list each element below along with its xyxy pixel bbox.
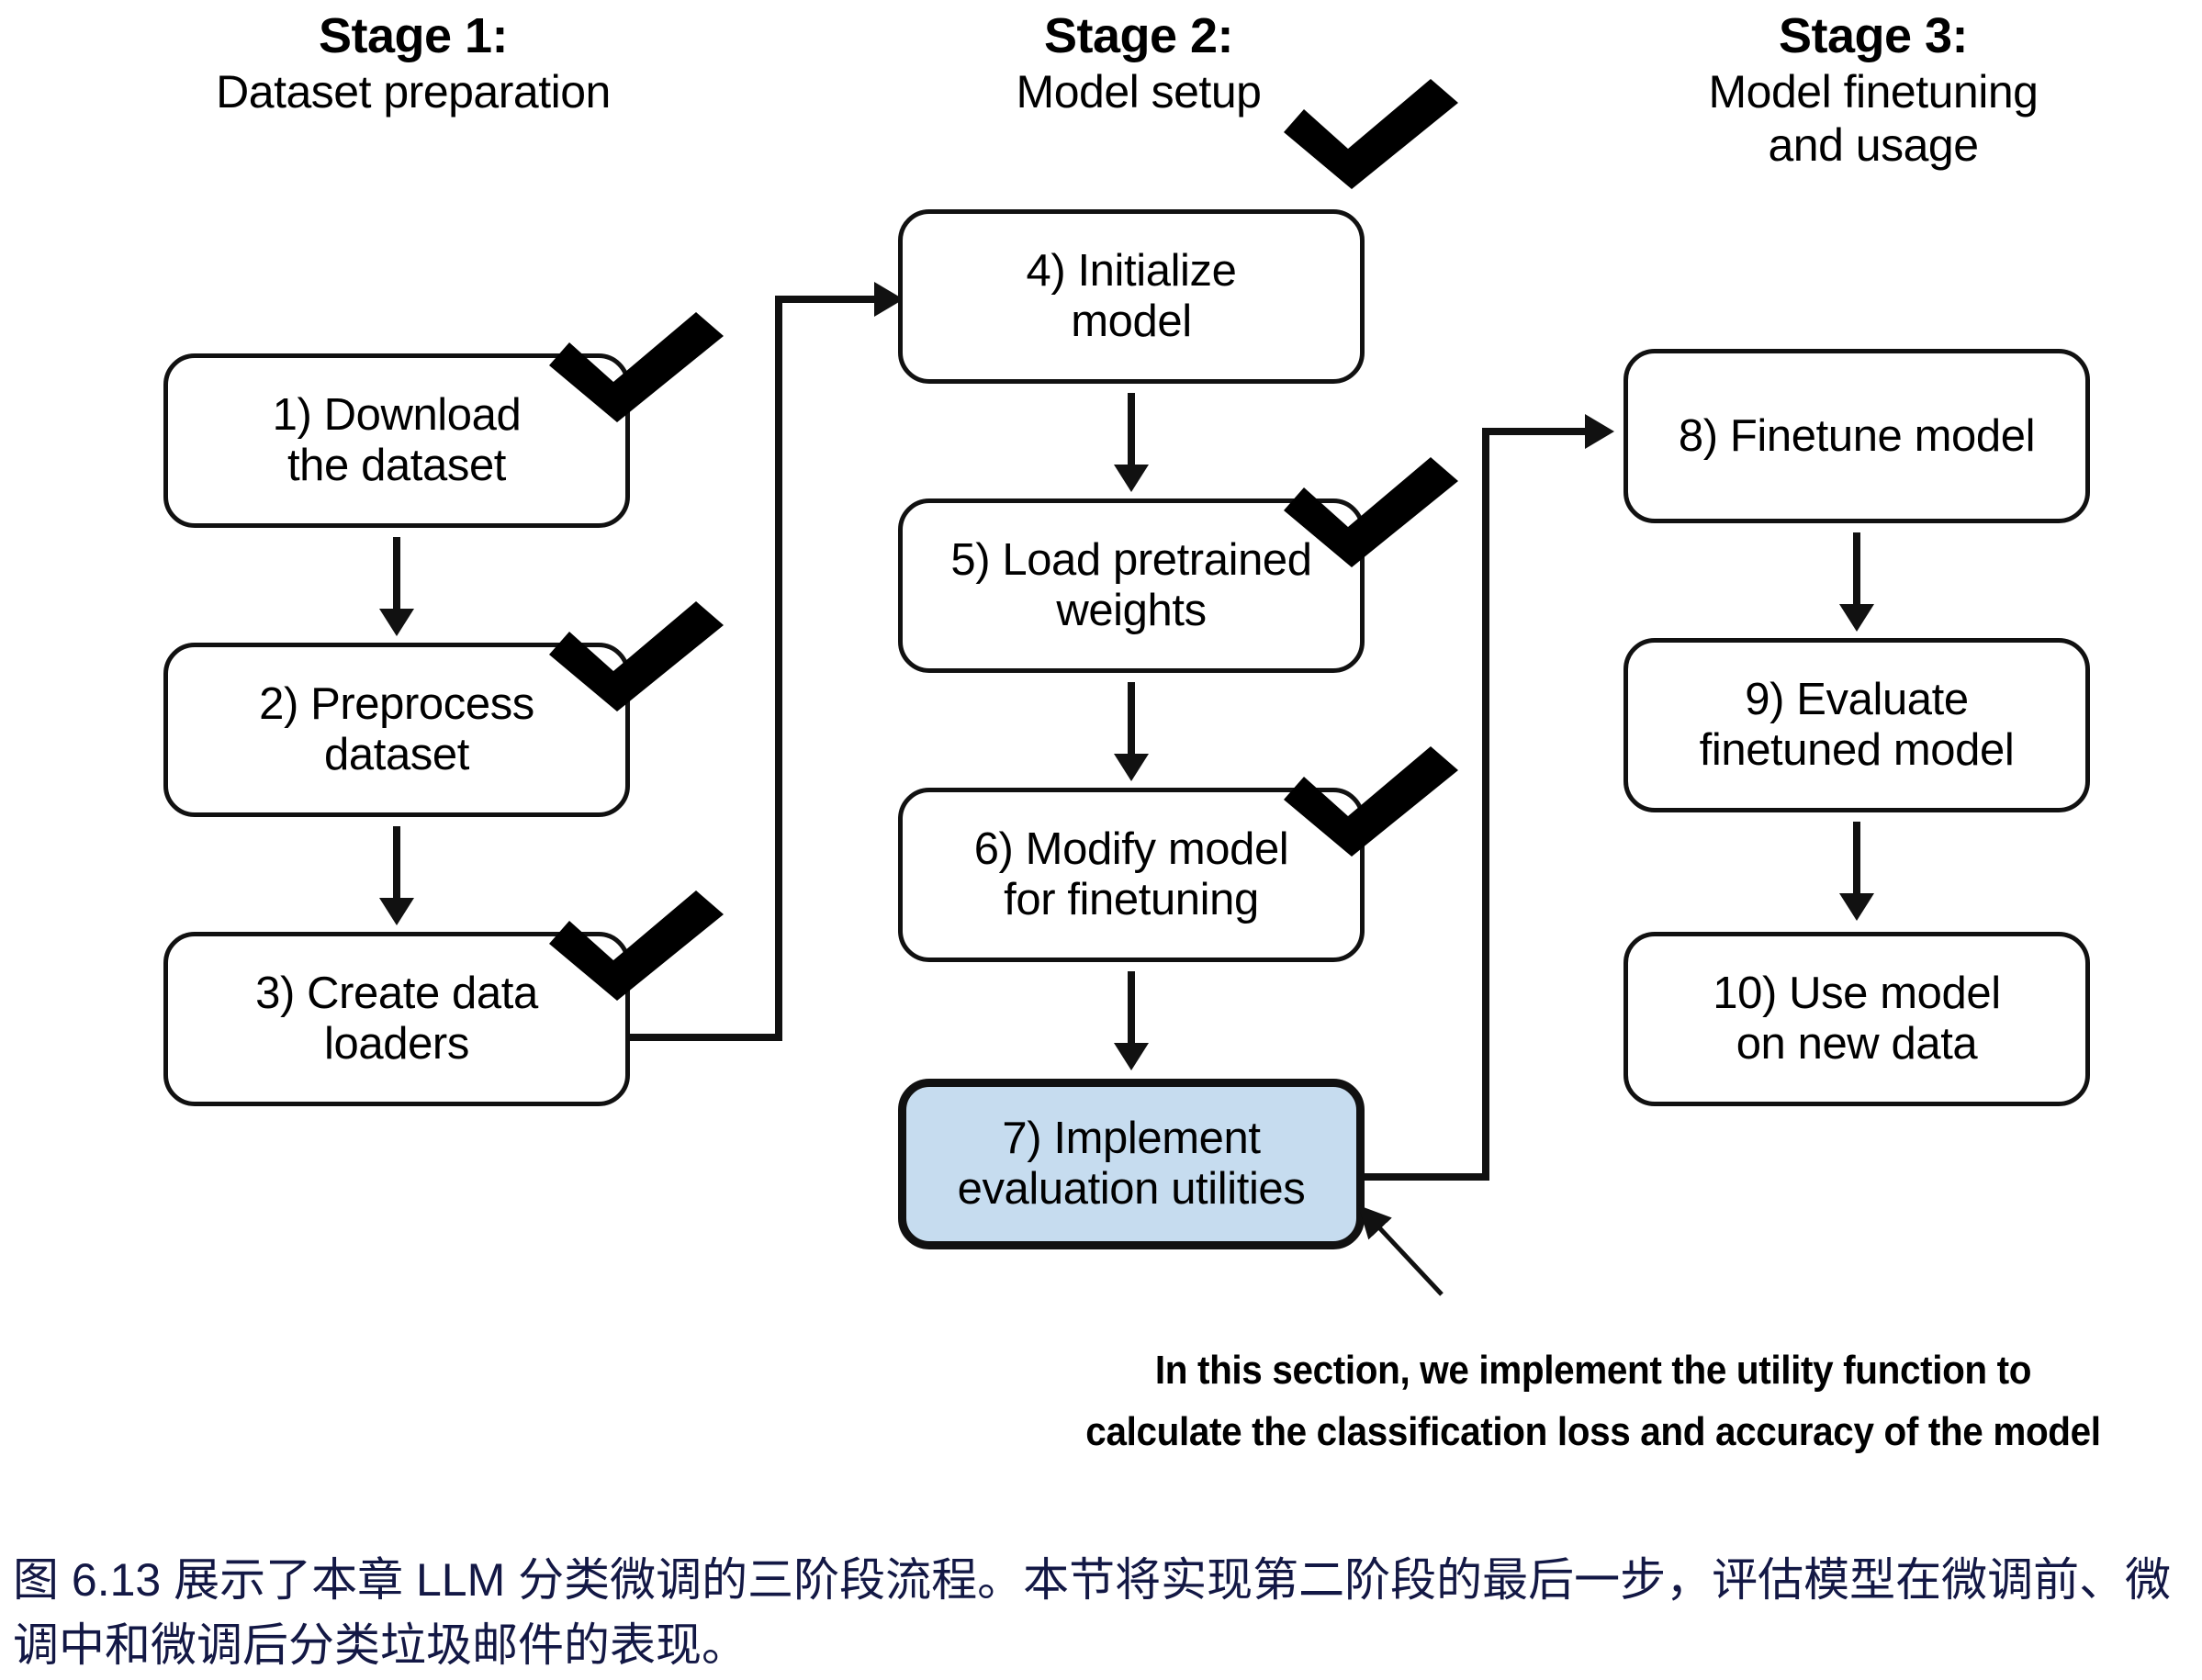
flow-box-10-line-1: 10) Use model xyxy=(1713,969,2001,1019)
stage-2-subtitle: Model setup xyxy=(1016,65,1262,118)
flow-box-2-line-1: 2) Preprocess xyxy=(259,679,534,730)
flow-box-6-modify-model-for-finetuning[interactable]: 6) Modify model for finetuning xyxy=(898,788,1365,962)
connector-stage2-to-stage3-arrowhead xyxy=(1585,414,1614,449)
callout-pointer-arrow-icon xyxy=(1358,1204,1444,1296)
stage-1-subtitle: Dataset preparation xyxy=(216,65,611,118)
flow-box-8-finetune-model[interactable]: 8) Finetune model xyxy=(1623,349,2090,523)
arrow-shaft xyxy=(1128,393,1135,466)
flow-box-2-preprocess-dataset[interactable]: 2) Preprocess dataset xyxy=(163,643,630,817)
flow-box-6-text: 6) Modify model for finetuning xyxy=(974,824,1289,925)
arrow-head xyxy=(1114,754,1149,781)
arrow-head xyxy=(1114,465,1149,492)
arrow-head xyxy=(1839,893,1874,921)
flow-box-9-text: 9) Evaluate finetuned model xyxy=(1700,675,2015,776)
flow-box-5-text: 5) Load pretrained weights xyxy=(950,535,1312,636)
callout-annotation: In this section, we implement the utilit… xyxy=(1073,1340,2113,1463)
flow-box-1-line-2: the dataset xyxy=(286,441,507,490)
connector-stage1-to-stage2-horizontal-top xyxy=(775,296,876,303)
connector-stage2-to-stage3-horizontal-top xyxy=(1482,428,1587,435)
stage-1-title: Stage 1: xyxy=(318,8,509,63)
flow-box-8-line-1: 8) Finetune model xyxy=(1678,410,2036,461)
flow-box-6-line-1: 6) Modify model xyxy=(973,824,1289,875)
stage-1-header: Stage 1: Dataset preparation xyxy=(119,7,707,118)
arrow-box9-to-box10 xyxy=(1827,822,1886,921)
flow-box-7-implement-evaluation-utilities[interactable]: 7) Implement evaluation utilities xyxy=(898,1079,1365,1249)
flow-box-4-line-2: model xyxy=(1071,297,1192,346)
arrow-box5-to-box6 xyxy=(1102,682,1161,781)
flow-box-4-text: 4) Initialize model xyxy=(1026,246,1236,347)
arrow-head xyxy=(1114,1043,1149,1070)
flow-box-9-line-2: finetuned model xyxy=(1699,725,2015,775)
connector-stage1-to-stage2-horizontal-bottom xyxy=(630,1034,782,1041)
flow-box-3-create-data-loaders[interactable]: 3) Create data loaders xyxy=(163,932,630,1106)
callout-line-1: In this section, we implement the utilit… xyxy=(1154,1348,2032,1393)
arrow-shaft xyxy=(393,826,400,900)
flow-box-3-line-1: 3) Create data xyxy=(255,969,538,1019)
arrow-box8-to-box9 xyxy=(1827,532,1886,632)
flow-box-4-initialize-model[interactable]: 4) Initialize model xyxy=(898,209,1365,384)
arrow-box1-to-box2 xyxy=(367,537,426,636)
arrow-head xyxy=(1839,604,1874,632)
flow-box-2-line-2: dataset xyxy=(324,730,469,779)
stage-3-header: Stage 3: Model finetuning and usage xyxy=(1561,7,2185,172)
flow-box-9-evaluate-finetuned-model[interactable]: 9) Evaluate finetuned model xyxy=(1623,638,2090,812)
flow-box-5-line-2: weights xyxy=(1056,586,1207,635)
arrow-shaft xyxy=(1853,822,1860,895)
arrow-head xyxy=(379,898,414,925)
flow-box-10-use-model-on-new-data[interactable]: 10) Use model on new data xyxy=(1623,932,2090,1106)
stage-3-subtitle-line-2: and usage xyxy=(1768,118,1979,171)
flow-box-7-text: 7) Implement evaluation utilities xyxy=(958,1114,1306,1215)
flow-box-5-line-1: 5) Load pretrained xyxy=(950,535,1312,586)
flow-box-3-text: 3) Create data loaders xyxy=(255,969,538,1070)
arrow-shaft xyxy=(1128,971,1135,1045)
figure-caption: 图 6.13 展示了本章 LLM 分类微调的三阶段流程。本节将实现第二阶段的最后… xyxy=(13,1554,2172,1671)
flow-box-6-line-2: for finetuning xyxy=(1004,875,1259,924)
arrow-shaft xyxy=(393,537,400,610)
arrow-head xyxy=(379,609,414,636)
flow-box-10-line-2: on new data xyxy=(1736,1019,1978,1069)
flow-box-9-line-1: 9) Evaluate xyxy=(1745,675,1969,725)
arrow-box2-to-box3 xyxy=(367,826,426,925)
stage-2-title: Stage 2: xyxy=(1043,8,1234,63)
arrow-shaft xyxy=(1853,532,1860,606)
arrow-box4-to-box5 xyxy=(1102,393,1161,492)
arrow-box6-to-box7 xyxy=(1102,971,1161,1070)
stage-2-header: Stage 2: Model setup xyxy=(845,7,1432,118)
flow-box-3-line-2: loaders xyxy=(324,1019,469,1069)
flow-box-10-text: 10) Use model on new data xyxy=(1713,969,2001,1070)
flow-box-7-line-2: evaluation utilities xyxy=(957,1164,1306,1214)
connector-stage2-to-stage3-vertical xyxy=(1482,428,1489,1181)
connector-stage2-to-stage3-horizontal-bottom xyxy=(1365,1173,1489,1181)
flow-box-7-line-1: 7) Implement xyxy=(1002,1114,1261,1164)
flow-box-1-line-1: 1) Download xyxy=(272,390,522,441)
flow-box-5-load-pretrained-weights[interactable]: 5) Load pretrained weights xyxy=(898,498,1365,673)
callout-line-2: calculate the classification loss and ac… xyxy=(1085,1408,2101,1454)
flow-box-2-text: 2) Preprocess dataset xyxy=(259,679,534,780)
stage-3-subtitle-line-1: Model finetuning xyxy=(1708,65,2039,118)
connector-stage1-to-stage2-vertical xyxy=(775,296,782,1041)
flow-box-1-download-dataset[interactable]: 1) Download the dataset xyxy=(163,353,630,528)
flow-box-8-text: 8) Finetune model xyxy=(1678,410,2036,462)
flow-box-4-line-1: 4) Initialize xyxy=(1026,246,1237,297)
stage-3-title: Stage 3: xyxy=(1778,8,1969,63)
flow-box-1-text: 1) Download the dataset xyxy=(273,390,522,491)
arrow-shaft xyxy=(1128,682,1135,756)
